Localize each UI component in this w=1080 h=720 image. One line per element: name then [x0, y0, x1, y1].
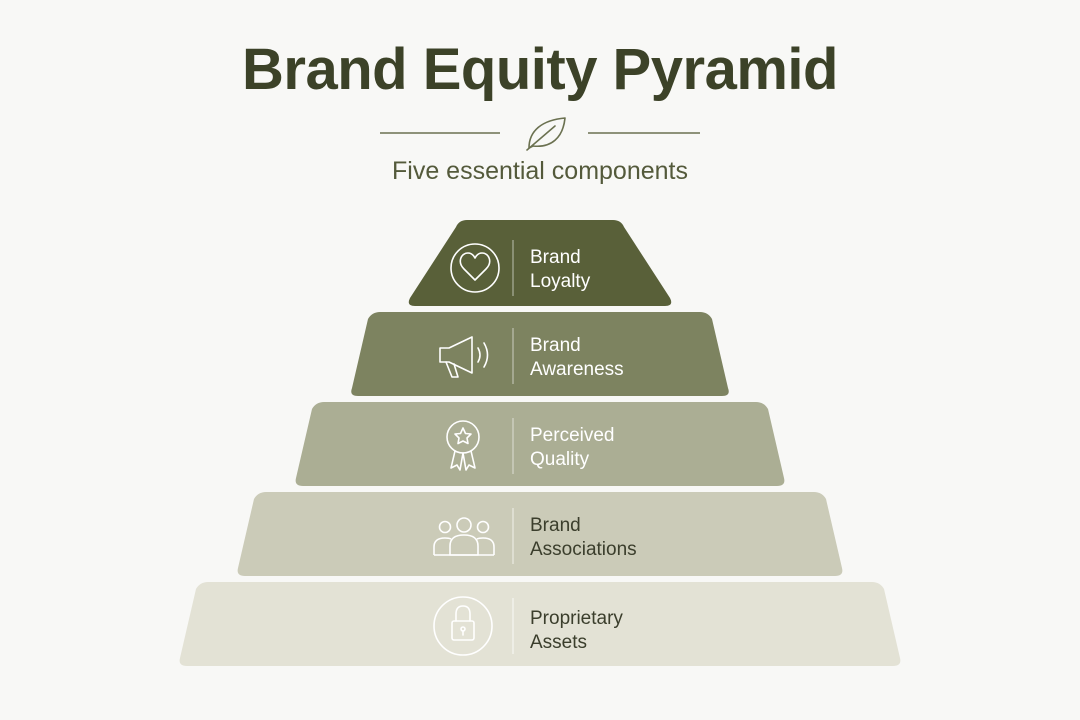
level-label-line2: Associations	[530, 539, 637, 560]
level-label-line2: Awareness	[530, 359, 624, 380]
level-label-line1: Proprietary	[530, 608, 623, 629]
pyramid-level-proprietary-assets: Proprietary Assets	[179, 582, 901, 666]
level-shape	[237, 492, 843, 576]
level-label-line1: Brand	[530, 515, 581, 536]
level-shape	[408, 220, 672, 306]
page-subtitle: Five essential components	[392, 157, 688, 185]
pyramid-level-brand-awareness: Brand Awareness	[351, 312, 729, 396]
level-label-line2: Quality	[530, 449, 590, 470]
people-group-icon	[433, 517, 495, 556]
level-label-line1: Perceived	[530, 425, 615, 446]
title-divider	[380, 117, 700, 151]
pyramid-level-brand-loyalty: Brand Loyalty	[408, 220, 672, 306]
level-shape	[351, 312, 729, 396]
megaphone-icon	[439, 336, 489, 378]
level-label-line1: Brand	[530, 335, 581, 356]
level-shape	[295, 402, 785, 486]
pyramid-level-brand-associations: Brand Associations	[237, 492, 843, 576]
level-label-line1: Brand	[530, 247, 581, 268]
level-label-line2: Loyalty	[530, 271, 591, 292]
award-ribbon-icon	[446, 420, 480, 471]
leaf-icon	[526, 117, 566, 151]
level-shape	[179, 582, 901, 666]
pyramid-level-perceived-quality: Perceived Quality	[295, 402, 785, 486]
page-title: Brand Equity Pyramid	[242, 37, 838, 102]
lock-icon	[433, 596, 493, 656]
level-label-line2: Assets	[530, 632, 587, 653]
heart-icon	[450, 243, 500, 293]
